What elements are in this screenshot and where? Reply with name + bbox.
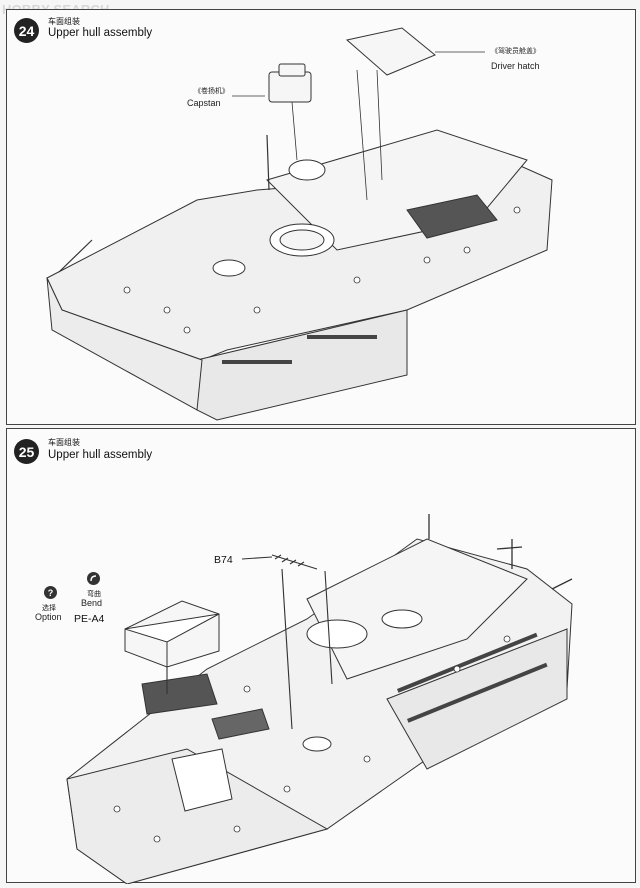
- step-24-title-en: Upper hull assembly: [48, 27, 153, 39]
- step-25-panel: 25 车面组装 Upper hull assembly ? 选择 Option …: [6, 428, 636, 884]
- bend-icon: [87, 572, 100, 585]
- driver-hatch-callout-en: Driver hatch: [491, 61, 540, 71]
- step-24-badge: 24: [14, 18, 39, 43]
- step-25-badge: 25: [14, 439, 39, 464]
- bend-label-cn: 弯曲: [87, 591, 101, 598]
- step-25-title-en: Upper hull assembly: [48, 449, 153, 461]
- upper-hull-drawing-step-25: [66, 514, 573, 884]
- capstan-callout-en: Capstan: [187, 98, 221, 108]
- bend-label-en: Bend: [81, 598, 103, 608]
- step-24-panel: 24 车面组装 Upper hull assembly 《驾驶员舱盖》 Driv…: [6, 9, 636, 425]
- option-icon: ?: [44, 586, 57, 599]
- part-pe-a4-label: PE-A4: [74, 613, 105, 625]
- part-b74-label: B74: [214, 554, 233, 566]
- step-25-title-cn: 车面组装: [48, 438, 80, 447]
- driver-hatch-callout-cn: 《驾驶员舱盖》: [491, 48, 540, 55]
- option-label-cn: 选择: [42, 605, 56, 612]
- upper-hull-drawing-step-24: [46, 27, 553, 421]
- step-24-title-cn: 车面组装: [48, 17, 80, 26]
- capstan-callout-cn: 《卷扬机》: [194, 88, 229, 95]
- option-label-en: Option: [35, 612, 62, 622]
